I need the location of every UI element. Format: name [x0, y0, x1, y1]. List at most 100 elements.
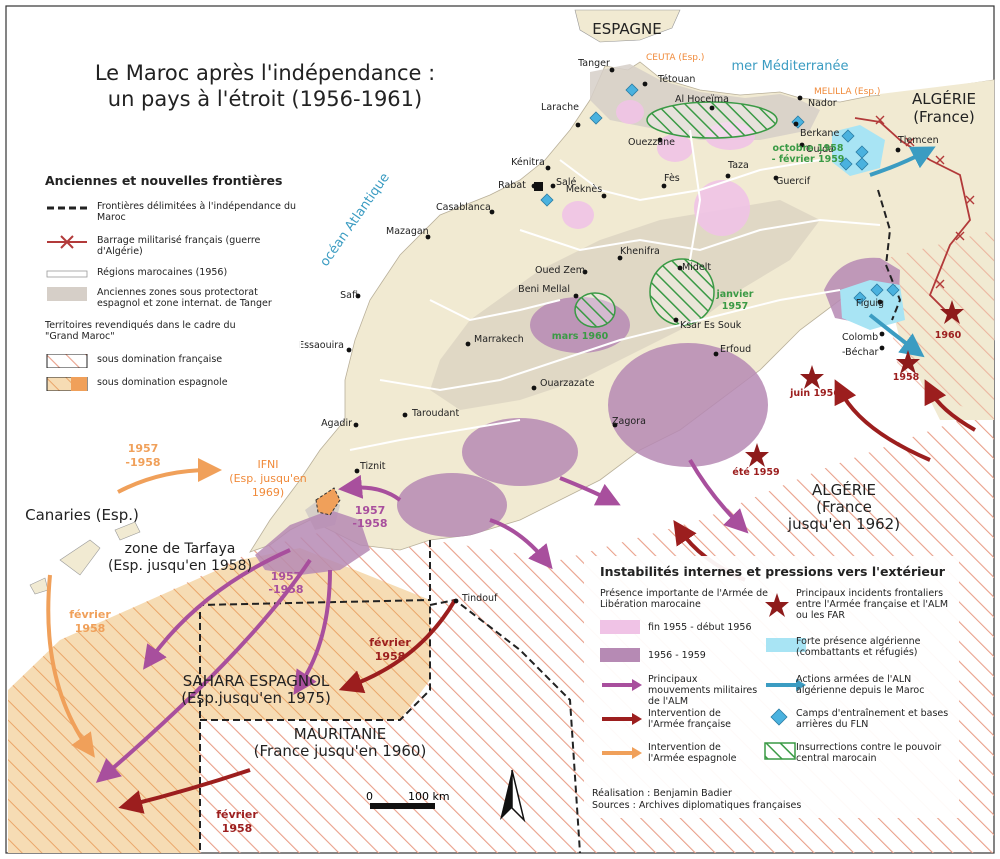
city-dot: [346, 347, 352, 353]
legend-text-claim-spanish: sous domination espagnole: [97, 377, 228, 388]
legend-text-fln: Camps d'entraînement et bases arrières d…: [796, 708, 949, 730]
alm-light-tetouan: [616, 100, 644, 124]
city-label: Nador: [808, 98, 837, 109]
legend-instability: Instabilités internes et pressions vers …: [584, 556, 959, 818]
city-label: Ksar Es Souk: [680, 320, 742, 331]
city-dot: [879, 331, 885, 337]
canaries-island-1: [59, 539, 101, 576]
legend-swatch-aln: [766, 679, 806, 691]
legend-alm-header: Présence importante de l'Armée de Libéra…: [600, 588, 769, 610]
city-label: Taroudant: [411, 408, 459, 419]
alm-arrows: [95, 459, 749, 783]
city-dot: [575, 122, 581, 128]
event-fev1958-esp: février: [69, 608, 111, 621]
city-dot: [609, 67, 615, 73]
legend-text-barrier: Barrage militarisé français (guerre d'Al…: [97, 235, 261, 257]
legend-borders: Anciennes et nouvelles frontières Fronti…: [33, 165, 301, 403]
city-dot: [793, 121, 799, 127]
city-label: Erfoud: [720, 344, 751, 355]
map-title: Le Maroc après l'indépendance : un pays …: [80, 60, 450, 112]
spanish-arrows: [46, 458, 222, 758]
label-canaries: Canaries (Esp.): [25, 506, 139, 524]
scale-zero: 0: [366, 790, 373, 803]
city-label: Fès: [664, 173, 680, 184]
city-label: Essaouira: [298, 340, 344, 351]
city-label: Kénitra: [511, 157, 545, 168]
legend-text-es-interv: Intervention de l'Armée espagnole: [648, 742, 737, 764]
legend-text-independence-border: Frontières délimitées à l'indépendance d…: [97, 201, 296, 223]
city-label: Salé: [556, 177, 576, 188]
legend-instability-title: Instabilités internes et pressions vers …: [600, 564, 945, 579]
event-esp-1957-2: -1958: [125, 456, 160, 469]
north-arrow-right: [511, 769, 526, 823]
city-dot: [725, 173, 731, 179]
city-label: Marrakech: [474, 334, 524, 345]
credit-author: Réalisation : Benjamin Badier: [592, 788, 732, 799]
city-dot: [531, 385, 537, 391]
label-mauritanie-2: (France jusqu'en 1960): [254, 742, 427, 760]
insurrection-rif: [646, 101, 778, 139]
city-dot: [354, 468, 360, 474]
legend-text-insurrection: Insurrections contre le pouvoir central …: [796, 742, 942, 764]
legend-swatch-es-interv: [602, 747, 642, 759]
city-label: Ouarzazate: [540, 378, 595, 389]
city-dot: [353, 422, 359, 428]
legend-text-incident: Principaux incidents frontaliers entre l…: [796, 588, 949, 621]
city-dot: [550, 183, 556, 189]
alm-zone-draa: [462, 418, 578, 486]
label-mediterranee: mer Méditerranée: [732, 59, 849, 74]
city-dot: [677, 265, 683, 271]
event-ete1959: été 1959: [732, 467, 779, 478]
label-espagne: ESPAGNE: [592, 20, 661, 38]
city-label: Meknès: [566, 184, 602, 195]
legend-claims-header: Territoires revendiqués dans le cadre du…: [45, 320, 245, 342]
city-dot: [661, 183, 667, 189]
legend-swatch-alm-dark: [600, 648, 640, 662]
legend-text-protectorate: Anciennes zones sous protectorat espagno…: [97, 287, 272, 309]
incident-stars: [745, 300, 964, 467]
event-fev1958-fr: février: [369, 636, 411, 649]
alm-light-taza: [694, 180, 750, 236]
legend-borders-title: Anciennes et nouvelles frontières: [45, 173, 283, 188]
label-tarfaya: zone de Tarfaya: [125, 541, 236, 557]
city-label: Tanger: [577, 58, 610, 69]
event-juin1956: juin 1956: [789, 388, 840, 399]
region-borders: [349, 129, 881, 451]
city-label: Tétouan: [657, 74, 695, 85]
city-dot: [879, 345, 885, 351]
ifni-enclave: [315, 487, 341, 516]
label-algerie-north-2: (France): [913, 108, 975, 126]
city-dot: [425, 234, 431, 240]
legend-text-algerian: Forte présence algérienne (combattants e…: [796, 636, 921, 658]
city-dot: [657, 137, 663, 143]
city-label: Ouezzane: [628, 137, 675, 148]
event-esp-1957: 1957: [128, 442, 159, 455]
capital-rabat-square: [534, 182, 543, 191]
legend-swatch-incident: [765, 593, 789, 617]
event-fev1958-fr-2: 1958: [375, 650, 406, 663]
label-sahara: SAHARA ESPAGNOL: [183, 672, 330, 690]
alm-light-ouezzane: [657, 134, 693, 162]
city-label: Tlemcen: [897, 135, 939, 146]
city-label: Figuig: [856, 298, 884, 309]
label-tarfaya-2: (Esp. jusqu'en 1958): [108, 558, 252, 574]
label-ceuta: CEUTA (Esp.): [646, 53, 704, 63]
label-algerie-north: ALGÉRIE: [912, 89, 976, 108]
label-ifni-3: 1969): [252, 486, 284, 499]
event-alm-1957a: 1957: [355, 504, 386, 517]
city-dot: [531, 183, 537, 189]
city-label: Oujda: [806, 144, 834, 155]
city-label: Al Hoceïma: [675, 94, 729, 105]
city-dot: [582, 269, 588, 275]
aln-arrows: [868, 146, 936, 358]
scale-label: 100 km: [408, 790, 450, 803]
city-label: Mazagan: [386, 226, 429, 237]
city-dot: [617, 255, 623, 261]
atlas-mountains: [430, 200, 820, 410]
city-dot: [799, 142, 805, 148]
legend-swatch-fln: [770, 708, 788, 726]
event-1958-figuig: 1958: [893, 372, 920, 383]
city-dot: [642, 81, 648, 87]
event-alm-1957b-2: -1958: [268, 583, 303, 596]
